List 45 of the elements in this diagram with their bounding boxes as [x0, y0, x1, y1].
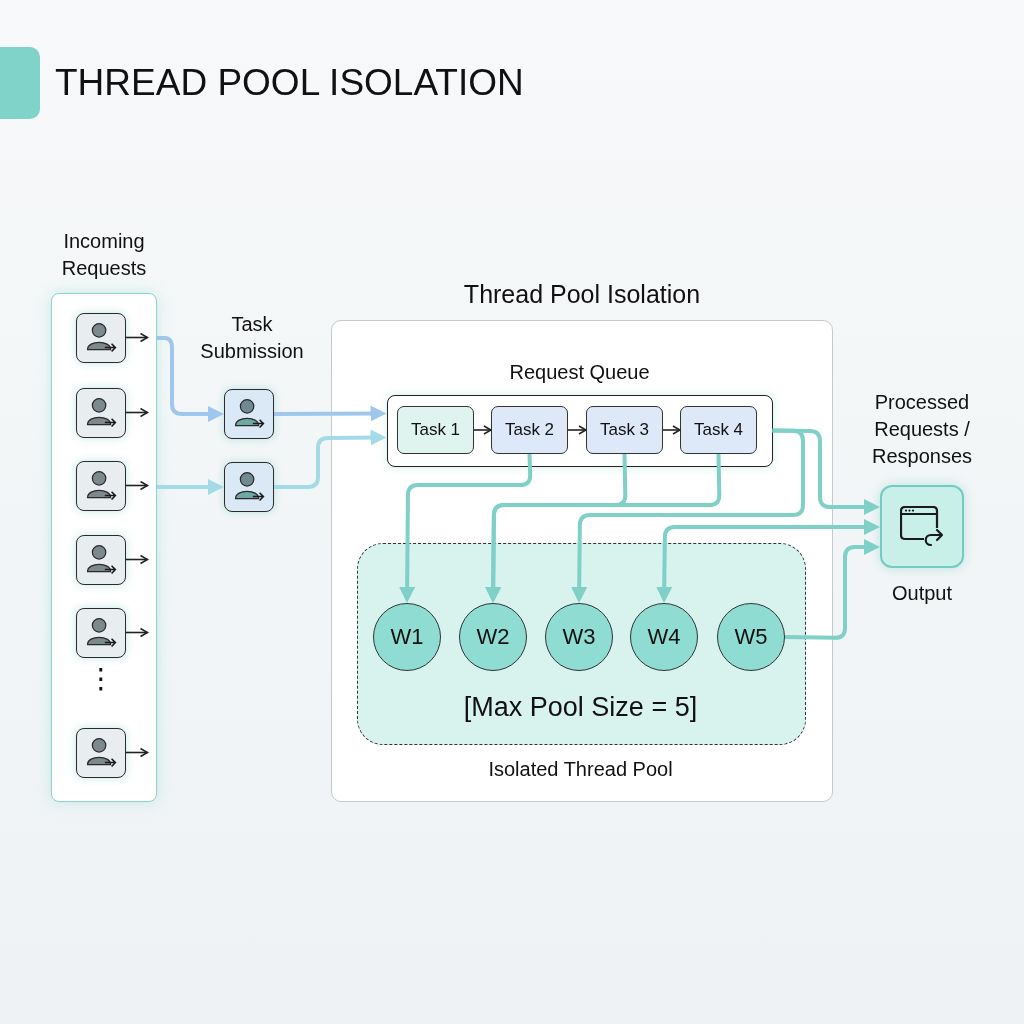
group-title: Thread Pool Isolation [463, 279, 701, 310]
output-heading: Processed Requests / Responses [870, 390, 974, 469]
user-icon [224, 462, 274, 512]
arrow [473, 425, 492, 435]
vertical-ellipsis: ⋮ [87, 662, 115, 696]
worker-circle: W3 [545, 603, 613, 671]
arrow [772, 428, 880, 515]
user-icon [75, 607, 126, 658]
worker-circle: W2 [459, 603, 527, 671]
task-box: Task 1 [397, 406, 474, 454]
user-icon [75, 312, 126, 363]
worker-circle: W1 [373, 603, 441, 671]
user-icon [75, 727, 126, 778]
arrow [274, 429, 387, 489]
arrow [124, 407, 149, 418]
panel-heading: Incoming Requests [60, 229, 148, 281]
pool-size-label: [Max Pool Size = 5] [463, 690, 698, 724]
arrow [399, 453, 533, 603]
worker-circle: W5 [717, 603, 785, 671]
arrow [485, 453, 722, 603]
user-icon [224, 389, 274, 439]
arrow [124, 480, 149, 491]
user-icon [75, 460, 126, 511]
arrow [124, 332, 149, 343]
task-box: Task 2 [491, 406, 568, 454]
arrow [274, 405, 387, 422]
queue-title: Request Queue [509, 359, 650, 385]
arrow [567, 425, 587, 435]
user-icon [75, 534, 126, 585]
output-caption: Output [892, 581, 952, 606]
task-box: Task 4 [680, 406, 757, 454]
worker-circle: W4 [630, 603, 698, 671]
arrow [124, 554, 149, 565]
arrow [157, 336, 224, 422]
arrow [157, 479, 224, 495]
section-label: Task Submission [199, 312, 305, 364]
task-box: Task 3 [586, 406, 663, 454]
pool-caption: Isolated Thread Pool [488, 756, 673, 782]
arrow [124, 627, 149, 638]
user-icon [75, 387, 126, 438]
arrow [662, 425, 681, 435]
title: THREAD POOL ISOLATION [55, 61, 524, 105]
double-headed-arrow [656, 519, 880, 603]
arrow [784, 539, 880, 640]
arrow [124, 747, 149, 758]
